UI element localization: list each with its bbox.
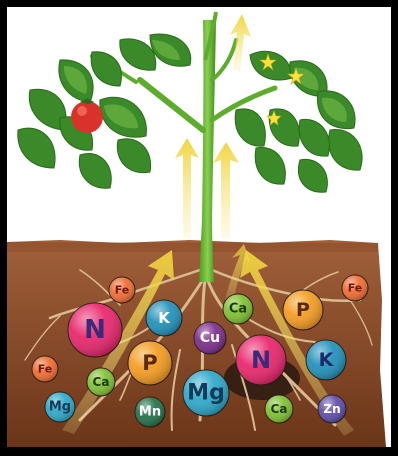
nutrient-label: Fe [38, 363, 53, 376]
nutrient-ball-k-7: K [306, 340, 346, 380]
nutrient-ball-cu-3: Cu [194, 322, 226, 354]
nutrient-label: P [296, 299, 310, 321]
nutrient-ball-ca-12: Ca [87, 368, 115, 396]
nutrient-ball-mg-11: Mg [45, 392, 75, 422]
nutrient-label: Mg [187, 381, 225, 406]
nutrient-ball-fe-9: Fe [342, 275, 368, 301]
nutrient-ball-mg-14: Mg [183, 370, 229, 416]
nutrient-label: Cu [200, 330, 220, 346]
nutrient-label: N [251, 346, 271, 374]
nutrient-label: Fe [348, 282, 363, 295]
nutrient-label: Ca [93, 375, 110, 389]
nutrient-label: Zn [323, 402, 340, 416]
nutrient-label: Fe [115, 284, 130, 297]
nutrient-ball-ca-4: Ca [223, 294, 253, 324]
nutrient-label: Ca [229, 302, 247, 317]
nutrient-ball-p-2: P [128, 341, 172, 385]
nutrient-label: Ca [271, 402, 288, 416]
nutrient-ball-ca-15: Ca [265, 395, 293, 423]
nutrient-ball-fe-8: Fe [109, 277, 135, 303]
nutrient-label: Mg [49, 400, 71, 415]
nutrient-ball-zn-16: Zn [318, 395, 346, 423]
nutrient-ball-n-6: N [236, 335, 286, 385]
nutrient-ball-p-5: P [283, 290, 323, 330]
nutrient-ball-fe-10: Fe [32, 356, 58, 382]
nutrient-label: K [319, 349, 335, 371]
nutrient-label: Mn [139, 405, 161, 420]
nutrient-ball-n-0: N [68, 303, 122, 357]
nutrient-ball-k-1: K [146, 300, 182, 336]
nutrient-ball-mn-13: Mn [135, 397, 165, 427]
nutrient-label: N [84, 315, 106, 345]
nutrient-label: P [142, 351, 157, 375]
nutrient-label: K [158, 309, 171, 327]
